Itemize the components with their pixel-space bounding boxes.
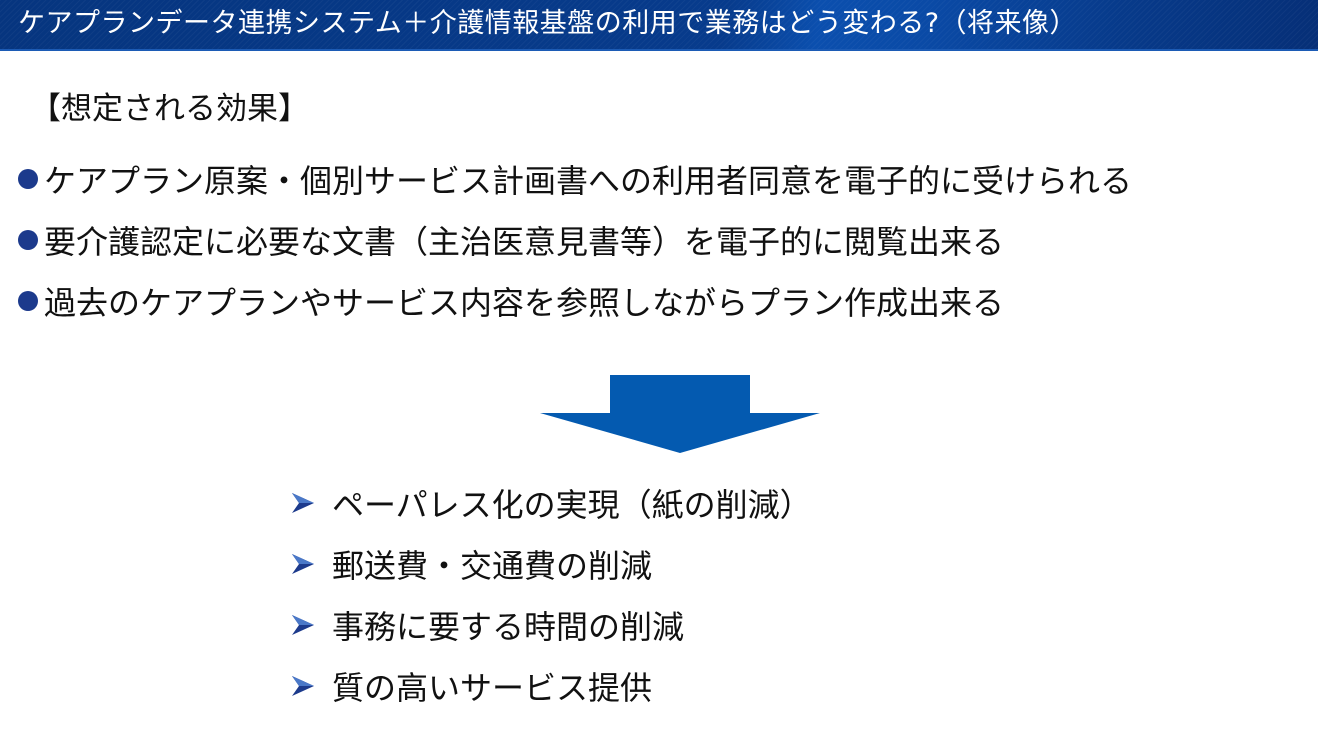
- list-item: 質の高いサービス提供: [292, 655, 812, 716]
- list-item: 事務に要する時間の削減: [292, 594, 812, 655]
- list-item: ケアプラン原案・個別サービス計画書への利用者同意を電子的に受けられる: [18, 148, 1132, 209]
- expected-effects-list: ケアプラン原案・個別サービス計画書への利用者同意を電子的に受けられる 要介護認定…: [18, 148, 1132, 331]
- title-banner: ケアプランデータ連携システム＋介護情報基盤の利用で業務はどう変わる?（将来像）: [0, 0, 1318, 51]
- list-item-label: 過去のケアプランやサービス内容を参照しながらプラン作成出来る: [44, 283, 1005, 322]
- list-item-label: 郵送費・交通費の削減: [332, 546, 653, 585]
- list-item-label: 要介護認定に必要な文書（主治医意見書等）を電子的に閲覧出来る: [44, 222, 1005, 261]
- circle-bullet-icon: [18, 229, 38, 250]
- list-item-label: ペーパレス化の実現（紙の削減）: [332, 485, 812, 524]
- list-item: 郵送費・交通費の削減: [292, 533, 812, 594]
- arrowhead-bullet-icon: [292, 492, 314, 513]
- arrowhead-bullet-icon: [292, 614, 314, 635]
- down-arrow-icon: [540, 375, 820, 453]
- section-heading: 【想定される効果】: [30, 91, 309, 127]
- benefits-list: ペーパレス化の実現（紙の削減） 郵送費・交通費の削減 事務に要する時間の削減 質…: [292, 472, 812, 716]
- list-item: 要介護認定に必要な文書（主治医意見書等）を電子的に閲覧出来る: [18, 209, 1132, 270]
- arrowhead-bullet-icon: [292, 553, 314, 574]
- list-item-label: ケアプラン原案・個別サービス計画書への利用者同意を電子的に受けられる: [44, 161, 1133, 200]
- list-item-label: 質の高いサービス提供: [332, 668, 653, 707]
- list-item-label: 事務に要する時間の削減: [332, 607, 685, 646]
- circle-bullet-icon: [18, 168, 38, 189]
- page-title: ケアプランデータ連携システム＋介護情報基盤の利用で業務はどう変わる?（将来像）: [18, 8, 1078, 39]
- list-item: 過去のケアプランやサービス内容を参照しながらプラン作成出来る: [18, 270, 1132, 331]
- circle-bullet-icon: [18, 290, 38, 311]
- list-item: ペーパレス化の実現（紙の削減）: [292, 472, 812, 533]
- arrowhead-bullet-icon: [292, 675, 314, 696]
